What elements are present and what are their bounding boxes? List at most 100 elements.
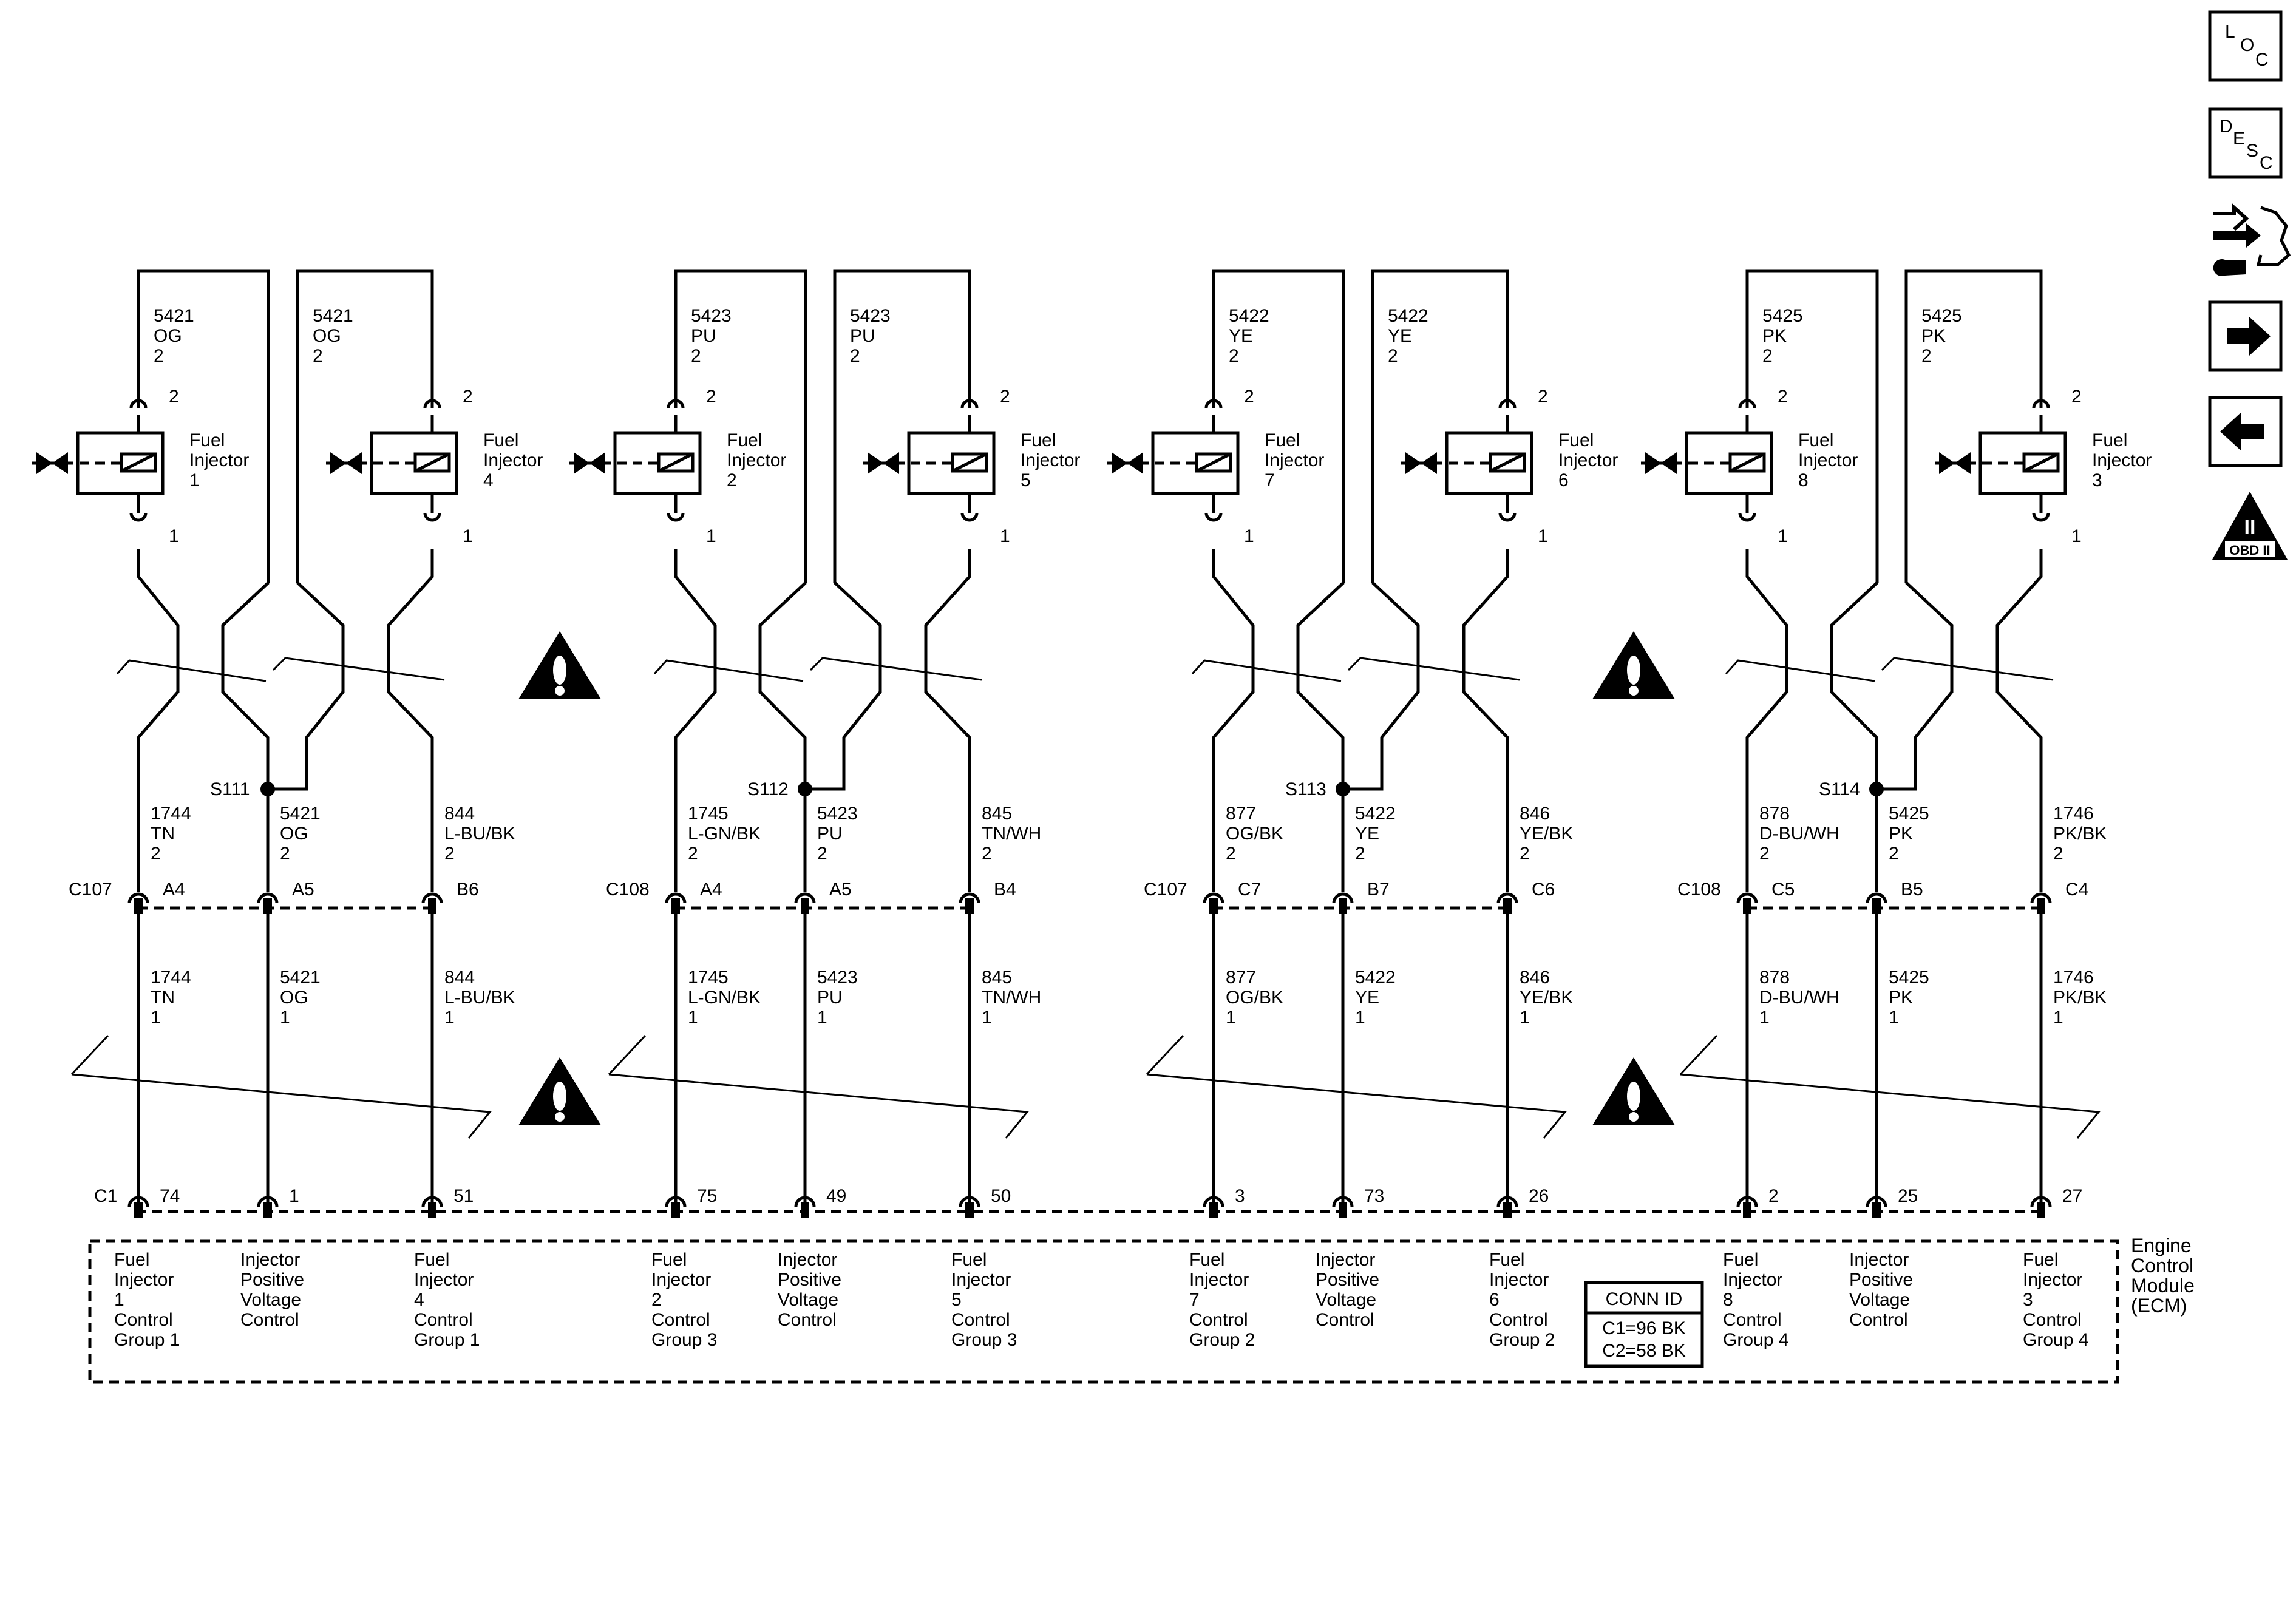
- connector-cavity-cap: [421, 892, 443, 904]
- connector-cavity: [1503, 898, 1512, 914]
- conn-id-box: CONN ID C1=96 BK C2=58 BK: [1584, 1281, 1704, 1368]
- obd-ii-button[interactable]: II OBD II: [2212, 492, 2288, 560]
- injector-pin-top: 2: [1000, 387, 1010, 407]
- connector-pin: [667, 512, 685, 522]
- harness-break-right: [809, 657, 982, 681]
- connector-cavity-cap: [1866, 892, 1887, 904]
- connector-cavity: [1872, 898, 1881, 914]
- injector-pin-bottom: 1: [2071, 526, 2082, 546]
- harness-break-long: [1679, 1034, 2101, 1139]
- component-view-button[interactable]: [2213, 203, 2291, 276]
- solenoid-coil: [1489, 452, 1526, 473]
- connector-cavity-cap: [127, 1196, 149, 1207]
- ecm-pin-number: 2: [1768, 1186, 1779, 1206]
- injector-pin-bottom: 1: [1000, 526, 1010, 546]
- connector-cavity-label: C6: [1532, 880, 1555, 900]
- injector-pin-bottom: 1: [706, 526, 716, 546]
- solenoid-slash: [657, 452, 694, 473]
- connector-cavity-cap: [127, 892, 149, 904]
- control-wire-right-twist: [1995, 549, 2043, 892]
- harness-break-left: [116, 659, 267, 682]
- solenoid-coil: [951, 452, 988, 473]
- conn-id-c1: C1=96 BK: [1602, 1318, 1686, 1338]
- warning-bar: [1627, 1082, 1640, 1111]
- connector-cavity: [1743, 898, 1751, 914]
- connector-cavity: [965, 898, 974, 914]
- feed-wire-right-twist: [1877, 581, 1954, 791]
- connector-pin: [667, 399, 685, 408]
- warning-bar: [553, 1082, 566, 1111]
- ecm-pin-number: 26: [1529, 1186, 1549, 1206]
- ecm-pin-number: 74: [160, 1186, 180, 1206]
- connector-cavity-cap: [1736, 1196, 1758, 1207]
- connector-pin: [1738, 399, 1756, 408]
- connector-cavity-cap: [1332, 1196, 1354, 1207]
- feed-wire-left-twist: [221, 581, 270, 789]
- solenoid-slash: [1729, 452, 1765, 473]
- connector-cavity-cap: [959, 892, 980, 904]
- connector-cavity: [801, 1202, 809, 1218]
- feed-wire-left-twist: [1296, 581, 1345, 789]
- valve-symbol: [868, 452, 899, 474]
- connector-cavity-label: A4: [163, 880, 185, 900]
- splice-label: S112: [747, 779, 789, 799]
- connector-cavity-cap: [1866, 1196, 1887, 1207]
- harness-break-long: [70, 1034, 492, 1139]
- desc-button[interactable]: D E S C: [2208, 107, 2283, 179]
- warning-icon: [518, 1057, 601, 1125]
- ecm-pin-number: 3: [1235, 1186, 1245, 1206]
- loc-button[interactable]: L O C: [2208, 10, 2283, 82]
- desc-icon: D E S C: [2220, 117, 2273, 173]
- ecm-connector-label: C1: [94, 1186, 117, 1206]
- connector-pin: [1498, 399, 1517, 408]
- inline-connector-name: C107: [1144, 880, 1187, 900]
- previous-button[interactable]: [2208, 396, 2283, 467]
- warning-icon: [518, 631, 601, 699]
- control-wire-left-twist: [674, 549, 717, 892]
- ecm-module-title: Engine Control Module (ECM): [2131, 1235, 2200, 1317]
- solenoid-coil: [1195, 452, 1232, 473]
- conn-id-title: CONN ID: [1606, 1289, 1683, 1309]
- injector-pin-top: 2: [463, 387, 473, 407]
- connector-cavity-cap: [1332, 892, 1354, 904]
- solenoid-slash: [1489, 452, 1526, 473]
- connector-cavity-label: B7: [1367, 880, 1390, 900]
- connector-cavity-label: A4: [700, 880, 722, 900]
- svg-text:C: C: [2260, 153, 2273, 173]
- warning-dot: [1629, 1112, 1639, 1122]
- connector-cavity: [671, 1202, 680, 1218]
- connector-pin: [423, 399, 441, 408]
- connector-cavity: [1743, 1202, 1751, 1218]
- control-wire-right-twist: [924, 549, 971, 892]
- conn-id-c2: C2=58 BK: [1602, 1341, 1686, 1361]
- valve-symbol: [1112, 452, 1143, 474]
- connector-pin: [2032, 512, 2050, 522]
- ecm-pin-number: 73: [1364, 1186, 1384, 1206]
- warning-dot: [555, 1112, 565, 1122]
- control-wire-left-twist: [137, 549, 180, 892]
- next-button[interactable]: [2208, 300, 2283, 372]
- connector-cavity-label: B6: [457, 880, 479, 900]
- connector-cavity-label: C4: [2065, 880, 2088, 900]
- svg-text:C: C: [2255, 50, 2269, 70]
- injector-pin-top: 2: [1244, 387, 1254, 407]
- injector-pin-bottom: 1: [169, 526, 179, 546]
